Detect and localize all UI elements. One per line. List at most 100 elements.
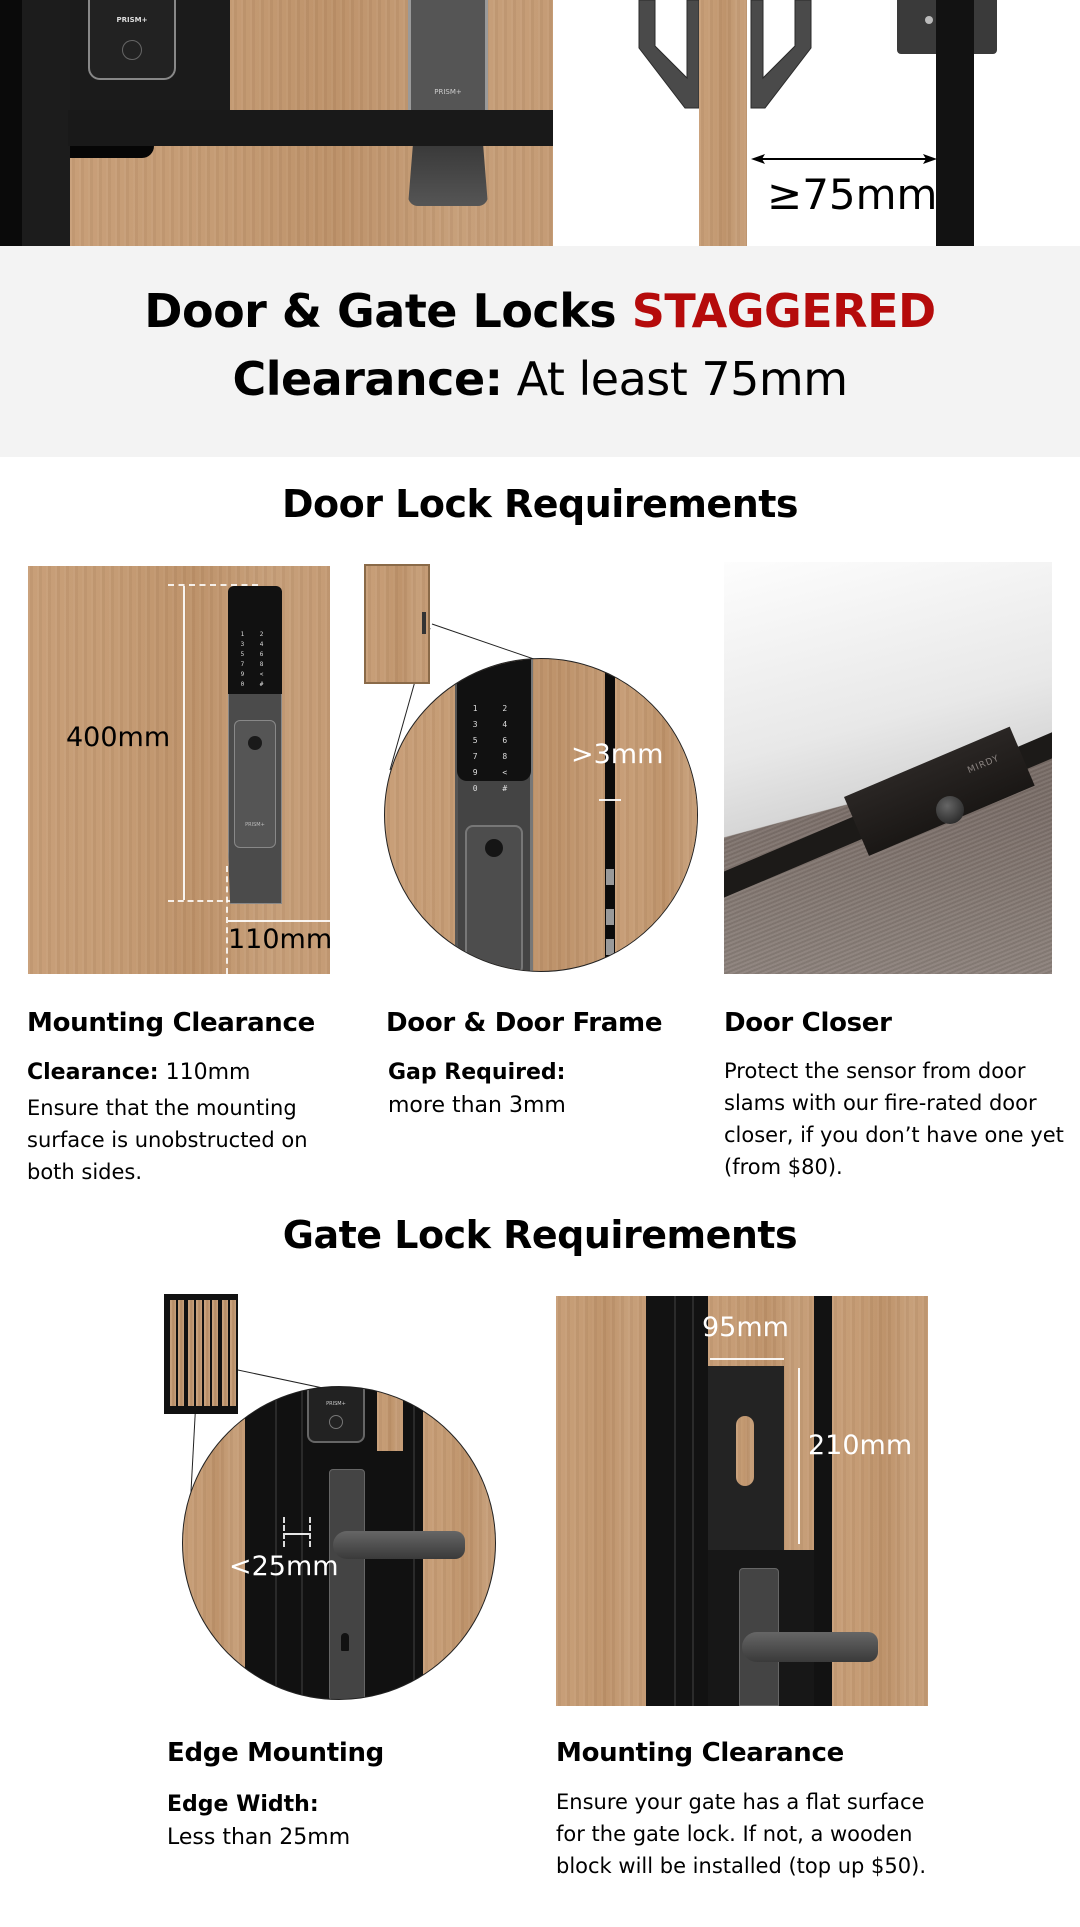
gate-frame-bar (936, 0, 974, 246)
card-title: Mounting Clearance (27, 1008, 315, 1038)
gate-slat (212, 1300, 218, 1406)
gate-slat (188, 1300, 194, 1406)
height-label: 210mm (808, 1430, 913, 1461)
brand-logo: MIRDY (966, 753, 1002, 777)
gate-lock-plate (329, 1469, 365, 1699)
gate-slat (222, 1300, 228, 1406)
dimension-guide (168, 900, 262, 902)
keypad: 1 2 3 4 5 6 7 8 9 < 0 # (240, 631, 270, 688)
gate-lock-lever (333, 1531, 465, 1559)
detail-value: more than 3mm (388, 1093, 566, 1118)
edge-dimension-line (285, 1533, 309, 1535)
frame-rib (301, 1387, 303, 1699)
card-detail: Gap Required: more than 3mm (388, 1056, 688, 1122)
brand-logo: PRISM+ (245, 822, 265, 828)
gap-label: >3mm (571, 739, 664, 770)
section-title-door: Door Lock Requirements (281, 482, 799, 526)
frame-rib (674, 1296, 676, 1706)
door-lock-body: PRISM+ (408, 0, 488, 112)
gate-mounting-clearance-image: 95mm 210mm (556, 1296, 928, 1706)
section-title-gate: Gate Lock Requirements (282, 1213, 798, 1257)
wood-panel (377, 1387, 403, 1451)
gate-crossbar-notch (70, 146, 154, 158)
card-title: Mounting Clearance (556, 1738, 844, 1768)
fingerprint-icon (485, 839, 503, 857)
lock-handle-pad (234, 720, 276, 848)
keyhole-icon (341, 1633, 349, 1651)
door-latch (606, 869, 614, 885)
width-dimension-line (710, 1358, 784, 1360)
detail-value: Less than 25mm (167, 1825, 351, 1850)
door-latch (606, 939, 614, 955)
door-closer-image: MIRDY (724, 562, 1052, 974)
card-detail: Edge Width: Less than 25mm (167, 1788, 487, 1854)
card-title: Door Closer (724, 1008, 892, 1038)
detail-label: Edge Width: (167, 1792, 319, 1817)
height-dimension-line (798, 1368, 800, 1544)
door-latch (606, 909, 614, 925)
detail-label: Gap Required: (388, 1060, 566, 1085)
fingerprint-icon (248, 736, 262, 750)
subheadline: Clearance: At least 75mm (0, 352, 1080, 406)
hero-illustration: PRISM+ PRISM+ ≥75mm (0, 0, 1080, 246)
card-description: Ensure your gate has a flat surface for … (556, 1790, 927, 1878)
clearance-dimension-label: ≥75mm (767, 170, 938, 219)
door-frame (615, 659, 697, 971)
subheadline-label: Clearance: (232, 352, 503, 406)
gap-dimension-line (599, 799, 621, 801)
zoom-detail-circle: 1 2 3 4 5 6 7 8 9 < 0 # >3mm (384, 658, 698, 972)
fingerprint-icon (329, 1415, 343, 1429)
wood-panel (183, 1387, 245, 1699)
dimension-guide (226, 866, 228, 974)
gate-slat (204, 1300, 210, 1406)
width-dimension-line (228, 920, 330, 922)
headline-banner: Door & Gate Locks STAGGERED Clearance: A… (0, 246, 1080, 457)
gate-crossbar (68, 110, 553, 146)
detail-label: Clearance: (27, 1060, 159, 1085)
edge-width-label: <25mm (229, 1551, 339, 1582)
brand-logo: PRISM+ (116, 16, 148, 24)
height-dimension-line (183, 586, 185, 900)
gate-slat (230, 1300, 236, 1406)
card-description: Ensure that the mounting surface is unob… (27, 1096, 308, 1184)
screw-icon (925, 16, 933, 24)
gate-front-view-image: PRISM+ PRISM+ (0, 0, 553, 246)
dimension-guide (283, 1517, 285, 1547)
door-lock-handle (408, 146, 488, 206)
wood-panel (556, 1296, 646, 1706)
gate-slat (196, 1300, 202, 1406)
keypad: 1 2 3 4 5 6 7 8 9 < 0 # (472, 704, 518, 793)
door-frame-gap-image: 1 2 3 4 5 6 7 8 9 < 0 # >3mm (360, 560, 710, 980)
card-detail: Clearance: 110mm (27, 1056, 347, 1089)
gate-lock-lever (742, 1632, 878, 1662)
frame-rib (692, 1296, 694, 1706)
card-description: Protect the sensor from door slams with … (724, 1059, 1064, 1179)
brand-logo: PRISM+ (326, 1401, 346, 1407)
door-closer-body: MIRDY (844, 726, 1035, 856)
zoom-detail-circle: PRISM+ <25mm (182, 1386, 496, 1700)
gate-edge-mounting-image: PRISM+ <25mm (160, 1290, 510, 1710)
card-title: Door & Door Frame (386, 1008, 663, 1038)
gate-frame (22, 0, 70, 246)
door-lock: 1 2 3 4 5 6 7 8 9 < 0 # PRISM+ (228, 586, 282, 904)
dimension-guide (168, 584, 258, 586)
door-lock-side-profile (638, 0, 812, 109)
gate-slat (178, 1300, 184, 1406)
headline: Door & Gate Locks STAGGERED (0, 284, 1080, 338)
double-arrow-icon (751, 154, 937, 164)
headline-prefix: Door & Gate Locks (144, 284, 617, 338)
brand-logo: PRISM+ (434, 88, 462, 96)
door-gap (605, 659, 615, 971)
lock-screen (457, 659, 531, 781)
headline-accent: STAGGERED (631, 284, 937, 338)
height-label: 400mm (66, 722, 171, 753)
width-label: 110mm (228, 924, 330, 955)
cable-slot (736, 1416, 754, 1486)
dimension-guide (309, 1517, 311, 1547)
subheadline-value: At least 75mm (516, 352, 848, 406)
gate-frame (0, 0, 22, 246)
fingerprint-icon (122, 40, 142, 60)
gate-slat (170, 1300, 176, 1406)
gate-lock-keypad: PRISM+ (307, 1387, 365, 1443)
door-thumbnail (364, 564, 430, 684)
